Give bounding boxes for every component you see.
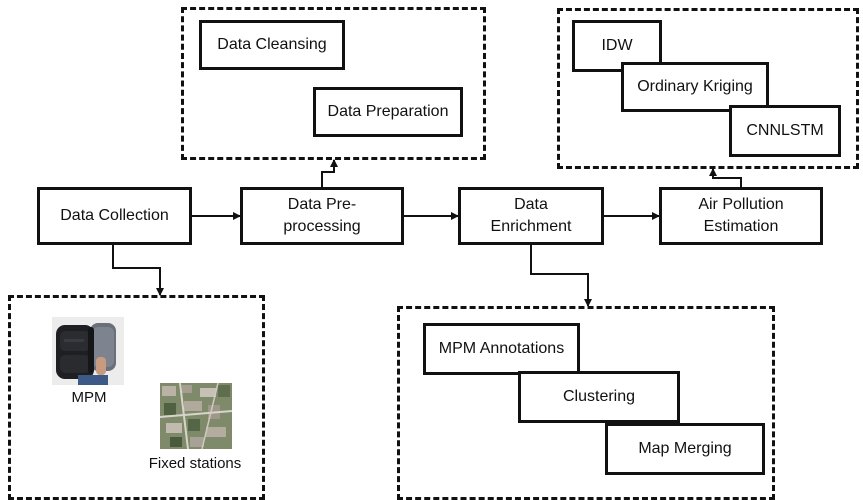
data-preparation-label: Data Preparation	[327, 103, 449, 120]
arrow-preprocessing-to-group	[321, 159, 338, 187]
air-pollution-estimation-label-line1: Air Pollution	[698, 196, 784, 213]
data-cleansing-box: Data Cleansing	[199, 20, 345, 70]
map-merging-label: Map Merging	[638, 440, 732, 457]
arrow-estimation-to-group	[709, 168, 742, 187]
mpm-backpack-photo	[52, 317, 124, 385]
data-collection-box: Data Collection	[37, 187, 192, 245]
data-preprocessing-label-line1: Data Pre-	[287, 196, 357, 213]
data-collection-label: Data Collection	[60, 207, 169, 224]
ordinary-kriging-box: Ordinary Kriging	[621, 62, 769, 112]
ordinary-kriging-label: Ordinary Kriging	[637, 78, 753, 95]
data-enrichment-label-line2: Enrichment	[490, 218, 572, 235]
aerial-map-icon	[160, 383, 232, 449]
backpack-icon	[52, 317, 124, 385]
data-enrichment-label-line1: Data	[514, 196, 548, 213]
data-cleansing-label: Data Cleansing	[217, 36, 327, 53]
preprocessing-group	[181, 7, 486, 160]
idw-label: IDW	[601, 37, 633, 54]
mpm-annotations-box: MPM Annotations	[423, 323, 580, 375]
mpm-annotations-label: MPM Annotations	[438, 340, 565, 357]
data-preprocessing-box: Data Pre- processing	[240, 187, 404, 245]
fixed-stations-aerial-photo	[160, 383, 232, 449]
data-preprocessing-label-line2: processing	[283, 218, 361, 235]
map-merging-box: Map Merging	[605, 423, 765, 475]
air-pollution-estimation-box: Air Pollution Estimation	[659, 187, 823, 245]
data-preparation-box: Data Preparation	[313, 87, 463, 137]
arrow-collection-to-group	[112, 245, 164, 296]
air-pollution-estimation-label-line2: Estimation	[703, 218, 779, 235]
mpm-caption: MPM	[71, 389, 107, 406]
clustering-box: Clustering	[518, 371, 680, 423]
arrow-enrichment-to-group	[530, 245, 592, 307]
data-enrichment-box: Data Enrichment	[458, 187, 604, 245]
estimation-group	[557, 8, 859, 169]
fixed-stations-caption: Fixed stations	[148, 455, 242, 472]
cnnlstm-box: CNNLSTM	[729, 105, 841, 157]
clustering-label: Clustering	[562, 388, 636, 405]
cnnlstm-label: CNNLSTM	[746, 122, 824, 139]
